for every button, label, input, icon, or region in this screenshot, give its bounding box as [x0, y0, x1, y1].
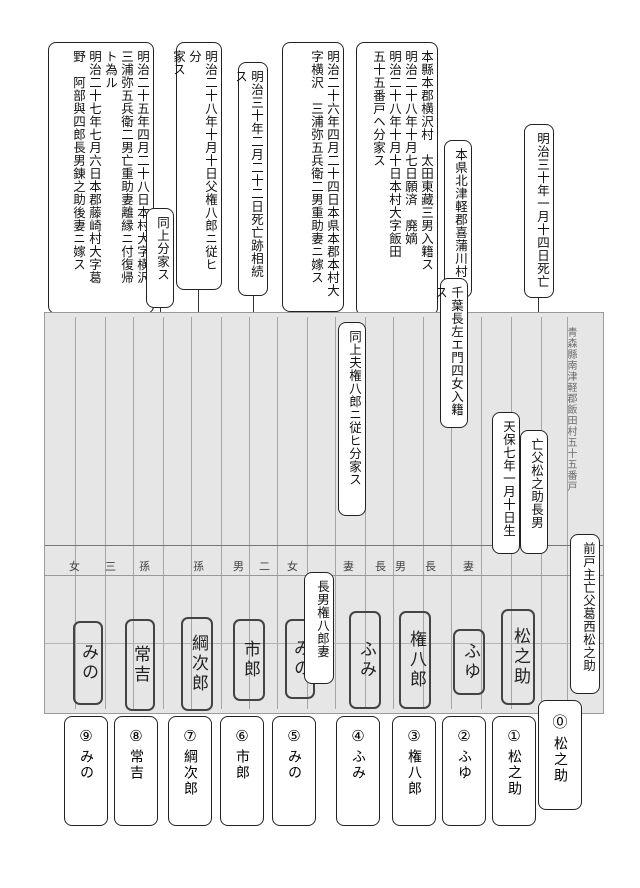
- handwritten-name-ichiro: 市郎: [233, 619, 265, 701]
- handwritten-name-fuyu: ふゆ: [453, 629, 485, 695]
- annotation-box-eldest-son: 亡父松之助長男: [520, 430, 548, 554]
- col-header: 長: [425, 560, 436, 573]
- handwritten-name-mino-9: みの: [73, 621, 103, 705]
- col-header: 孫: [139, 560, 150, 573]
- col-header: 妻: [463, 560, 474, 573]
- person-label-2: ② ふゆ: [442, 716, 486, 826]
- person-label-1: ① 松之助: [492, 716, 536, 826]
- person-label-3: ③ 権八郎: [392, 716, 436, 826]
- annotation-box-fumi-marriage: 明治二十六年四月二十四日本県本郡本村大字横沢 三浦弥五兵衛二男重助妻ニ嫁ス: [282, 42, 344, 312]
- handwritten-name-matsunosuke: 松之助: [501, 609, 535, 705]
- annotation-box-chiba-daughter: 千葉長左エ門四女入籍ス: [433, 278, 468, 428]
- person-label-7: ⑦ 綱次郎: [168, 716, 212, 826]
- col-header: 長: [375, 560, 386, 573]
- person-label-6: ⑥ 市郎: [220, 716, 264, 826]
- annotation-box-gonpachiro: 本縣本郡横沢村 太田東藏三男入籍ス明治二十八年十月七日願済 廃嫡明治二十八年十月…: [356, 42, 438, 316]
- annotation-box-birth-date: 天保七年一月十日生: [492, 412, 520, 554]
- annotation-box-same-bunke: 同上分家ス: [146, 208, 174, 308]
- annotation-box-former-head: 前戸主亡父葛西松之助: [570, 534, 600, 694]
- handwritten-name-tsunajiro: 綱次郎: [181, 617, 213, 711]
- handwritten-name-fumi: ふみ: [349, 611, 381, 709]
- person-label-5: ⑤ みの: [272, 716, 316, 826]
- col-header: 男: [233, 560, 244, 573]
- col-header: 妻: [343, 560, 354, 573]
- col-header: 男: [395, 560, 406, 573]
- handwritten-name-gonpachiro: 権八郎: [399, 611, 431, 709]
- col-header: 女: [69, 560, 80, 573]
- handwritten-name-tsunekichi: 常吉: [125, 619, 155, 711]
- col-header: 女: [287, 560, 298, 573]
- person-label-9: ⑨ みの: [64, 716, 108, 826]
- person-label-4: ④ ふみ: [336, 716, 380, 826]
- annotation-box-kitatsugaru: 本県北津軽郡喜蒲川村: [444, 140, 472, 298]
- person-label-0: ⓪ 松之助: [538, 700, 582, 810]
- annotation-box-bunke: 明治二十八年十月十日父権八郎ニ従ヒ分家ス: [171, 42, 222, 290]
- annotation-box-matsunosuke-death: 明治三十年一月十四日死亡: [524, 124, 554, 298]
- annotation-box-death-succession: 明治三十年二月二十二日死亡跡相続ス: [233, 62, 268, 296]
- col-header: 三: [105, 560, 116, 573]
- person-label-8: ⑧ 常吉: [114, 716, 158, 826]
- col-header: 孫: [193, 560, 204, 573]
- annotation-box-gonpachiro-wife: 長男権八郎妻: [304, 572, 334, 684]
- annotation-box-follow-husband: 同上夫権八郎ニ従ヒ分家ス: [338, 322, 366, 516]
- col-header: 二: [259, 560, 270, 573]
- annotation-box-mino: 明治二十五年四月二十八日本村大字横沢三浦弥五兵衛二男亡重助妻離縁ニ付復帰ト為ル明…: [48, 42, 154, 314]
- register-header-text: 青森縣南津軽郡飯田村五十五番戸: [565, 327, 576, 492]
